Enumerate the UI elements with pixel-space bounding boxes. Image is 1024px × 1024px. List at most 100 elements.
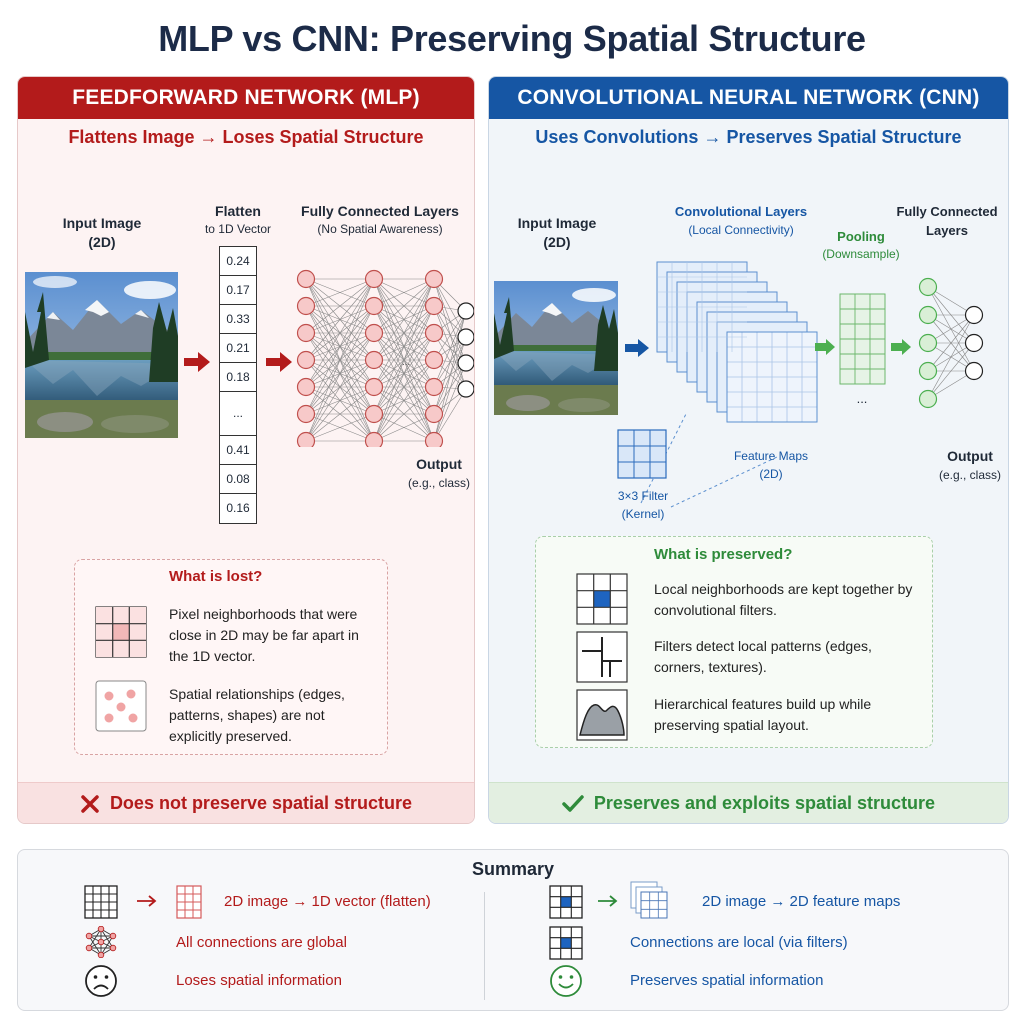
connection-edge (433, 278, 467, 364)
neuron-node (296, 404, 316, 424)
neuron-node (364, 269, 384, 289)
connection-edge (373, 386, 435, 442)
conv-stack-diagram (640, 261, 818, 508)
connection-edge (305, 278, 375, 442)
connection-edge (305, 278, 375, 388)
vector-cell: 0.08 (220, 465, 256, 494)
neuron-node (296, 269, 316, 289)
mlp-output-sublabel: (e.g., class) (407, 476, 470, 490)
what-is-preserved-title: What is preserved? (654, 546, 793, 563)
connection-edge (373, 278, 435, 415)
connection-edge (305, 386, 375, 442)
conv-layers-sublabel: (Local Connectivity) (688, 223, 794, 237)
preserved-item-3: Hierarchical features build up while pre… (654, 696, 872, 733)
connection-edge (373, 278, 435, 361)
vector-cell: 0.21 (220, 334, 256, 363)
kernel-grid-icon (576, 573, 628, 625)
connection-edge (305, 359, 375, 442)
cnn-fc-diagram (918, 277, 984, 409)
grid-icon (84, 885, 118, 919)
filter-label: 3×3 Filter (617, 489, 669, 503)
connection-edge (305, 278, 375, 415)
vector-cell: 0.16 (226, 501, 250, 515)
edge-pattern-icon (576, 631, 628, 683)
flatten-label: Flatten (215, 203, 261, 219)
neuron-node (364, 323, 384, 343)
connection-edge (433, 310, 467, 361)
connection-edge (373, 278, 435, 307)
cnn-output-sublabel: (e.g., class) (938, 468, 1001, 482)
neuron-node (296, 323, 316, 343)
pooling-sublabel: (Downsample) (822, 247, 900, 261)
cnn-output-label: Output (947, 448, 993, 464)
summary-cnn-row-2: Connections are local (via filters) (630, 934, 848, 951)
summary-title: Summary (471, 859, 555, 879)
connection-edge (927, 314, 975, 372)
neighborhood-grid-icon (95, 606, 147, 658)
cnn-input-label: Input Image(2D) (517, 215, 597, 250)
vector-cell: 0.17 (220, 276, 256, 305)
neuron-node (364, 431, 384, 447)
flattened-vector: 0.24 0.17 0.33 0.21 0.18 ... 0.41 0.08 0… (219, 246, 257, 524)
cnn-input-image (494, 281, 618, 415)
right-arrow-icon (625, 339, 649, 357)
preserved-item-2: Filters detect local patterns (edges, co… (654, 638, 872, 675)
what-is-lost-title: What is lost? (169, 568, 263, 585)
flattened-grid-icon (176, 885, 202, 919)
right-arrow-icon (891, 339, 911, 355)
connection-edge (305, 278, 375, 334)
connection-edge (305, 305, 375, 442)
feature-map-stack (656, 261, 818, 423)
connection-edge (373, 278, 435, 334)
fc-layers-sublabel: (No Spatial Awareness) (317, 222, 443, 236)
neuron-node (296, 350, 316, 370)
mountain-shape-icon (576, 689, 628, 741)
connection-edge (373, 332, 435, 442)
cnn-subtitle: Uses Convolutions → Preserves Spatial St… (535, 127, 962, 147)
output-node (457, 380, 474, 398)
flatten-sublabel: to 1D Vector (204, 222, 272, 236)
connection-edge (433, 310, 467, 388)
connection-edge (433, 305, 467, 390)
right-arrow-icon (137, 895, 157, 907)
what-is-lost-box: What is lost? Pixel neighborhoods that w… (74, 559, 388, 755)
connection-edge (305, 278, 375, 307)
summary-mlp-row-3: Loses spatial information (176, 972, 342, 989)
connection-edge (305, 278, 375, 361)
filter-sublabel: (Kernel) (621, 507, 665, 521)
stacked-maps-icon (630, 881, 668, 919)
neuron-node (918, 305, 938, 325)
vector-cell: 0.24 (220, 247, 256, 276)
connection-edge (433, 310, 467, 415)
neuron-node (424, 269, 444, 289)
vector-cell: 0.33 (220, 305, 256, 334)
neuron-node (424, 323, 444, 343)
mlp-input-image (25, 272, 178, 438)
output-node (457, 354, 474, 372)
neuron-node (918, 277, 938, 297)
kernel-grid-icon (549, 926, 583, 960)
what-is-preserved-box: What is preserved? Local neighborhoods a… (535, 536, 933, 748)
connection-edge (433, 336, 467, 442)
neuron-node (364, 296, 384, 316)
cnn-panel: CONVOLUTIONAL NEURAL NETWORK (CNN) Uses … (488, 76, 1009, 824)
neuron-node (918, 361, 938, 381)
cnn-footer-text: Preserves and exploits spatial structure (593, 793, 936, 813)
connection-edge (927, 314, 975, 400)
neuron-node (424, 404, 444, 424)
kernel-grid-icon (549, 885, 583, 919)
cnn-header: CONVOLUTIONAL NEURAL NETWORK (CNN) (489, 77, 1008, 119)
pooling-ellipsis: ... (856, 391, 868, 406)
summary-cnn-row-1: 2D image → 2D feature maps (702, 893, 901, 910)
neuron-node (424, 350, 444, 370)
summary-panel: Summary 2D image → 1D vector (flatten) A… (17, 849, 1009, 1011)
sad-face-icon (85, 965, 117, 997)
connection-edge (305, 413, 375, 442)
preserved-item-1: Local neighborhoods are kept together by… (654, 581, 913, 618)
neuron-node (424, 296, 444, 316)
summary-mlp-row-1: 2D image → 1D vector (flatten) (224, 893, 431, 910)
connection-edge (373, 278, 435, 388)
filter-kernel-icon (617, 429, 667, 479)
neuron-node (296, 431, 316, 447)
